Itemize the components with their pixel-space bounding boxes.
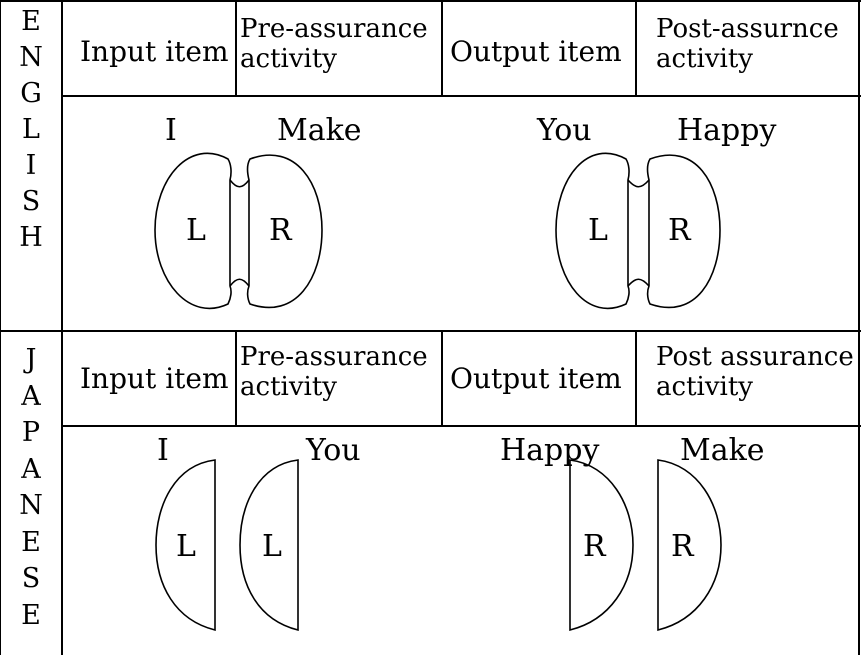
- side-letter: S: [21, 563, 41, 594]
- hemisphere-left: [239, 459, 299, 632]
- side-letter: G: [20, 78, 42, 109]
- japanese-header-post: Post assurance activity: [656, 342, 854, 402]
- japanese-word-you: You: [306, 433, 361, 468]
- english-side-label: E N G L I S H: [14, 4, 48, 256]
- japanese-header-pre: Pre-assurance activity: [240, 342, 428, 402]
- side-letter: I: [25, 150, 37, 181]
- brain-left-hemisphere: [154, 152, 232, 310]
- japanese-hemi3-label: R: [583, 529, 606, 564]
- brain-connector: [627, 278, 650, 287]
- english-brain1-left-label: L: [186, 213, 206, 248]
- english-header-output: Output item: [450, 35, 622, 68]
- header-line: Post-assurnce: [656, 14, 839, 44]
- brain-right-hemisphere: [246, 154, 323, 309]
- japanese-hemi1-label: L: [176, 529, 196, 564]
- brain-connector: [627, 179, 650, 188]
- side-letter: P: [21, 417, 41, 448]
- japanese-hemi2-label: L: [262, 529, 282, 564]
- brain-right-hemisphere: [646, 154, 721, 309]
- japanese-header-output: Output item: [450, 362, 622, 395]
- header-line: Pre-assurance: [240, 14, 428, 44]
- hemisphere-right: [657, 459, 722, 632]
- side-letter: E: [21, 6, 41, 37]
- english-brain2-left-label: L: [588, 213, 608, 248]
- english-brain1-right-label: R: [269, 213, 292, 248]
- japanese-side-label: J A P A N E S E: [14, 342, 48, 634]
- side-letter: J: [25, 344, 37, 375]
- english-word-i: I: [165, 113, 177, 148]
- english-word-happy: Happy: [677, 113, 777, 148]
- header-line: activity: [240, 372, 337, 402]
- japanese-hemi4-label: R: [671, 529, 694, 564]
- header-line: Pre-assurance: [240, 342, 428, 372]
- japanese-word-i: I: [157, 433, 169, 468]
- japanese-word-happy: Happy: [500, 433, 600, 468]
- hemisphere-right: [569, 459, 634, 632]
- side-letter: H: [19, 222, 43, 253]
- english-brain2-right-label: R: [668, 213, 691, 248]
- side-letter: A: [21, 453, 41, 485]
- side-letter: E: [21, 526, 41, 558]
- english-header-pre: Pre-assurance activity: [240, 14, 428, 74]
- brain-connector: [229, 278, 250, 287]
- side-letter: N: [19, 42, 43, 73]
- side-letter: L: [22, 114, 40, 145]
- hemisphere-left: [155, 459, 216, 632]
- english-header-post: Post-assurnce activity: [656, 14, 839, 74]
- japanese-header-input: Input item: [80, 362, 229, 395]
- header-line: activity: [240, 44, 337, 74]
- header-line: Post assurance: [656, 342, 854, 372]
- english-header-input: Input item: [80, 35, 229, 68]
- side-letter: A: [21, 380, 41, 412]
- english-word-you: You: [537, 113, 592, 148]
- brain-connector: [229, 179, 250, 188]
- japanese-word-make: Make: [680, 433, 765, 468]
- side-letter: E: [21, 599, 41, 631]
- header-line: activity: [656, 44, 753, 74]
- side-letter: N: [19, 490, 43, 521]
- brain-left-hemisphere: [555, 152, 630, 310]
- english-word-make: Make: [277, 113, 362, 148]
- side-letter: S: [21, 186, 41, 217]
- header-line: activity: [656, 372, 753, 402]
